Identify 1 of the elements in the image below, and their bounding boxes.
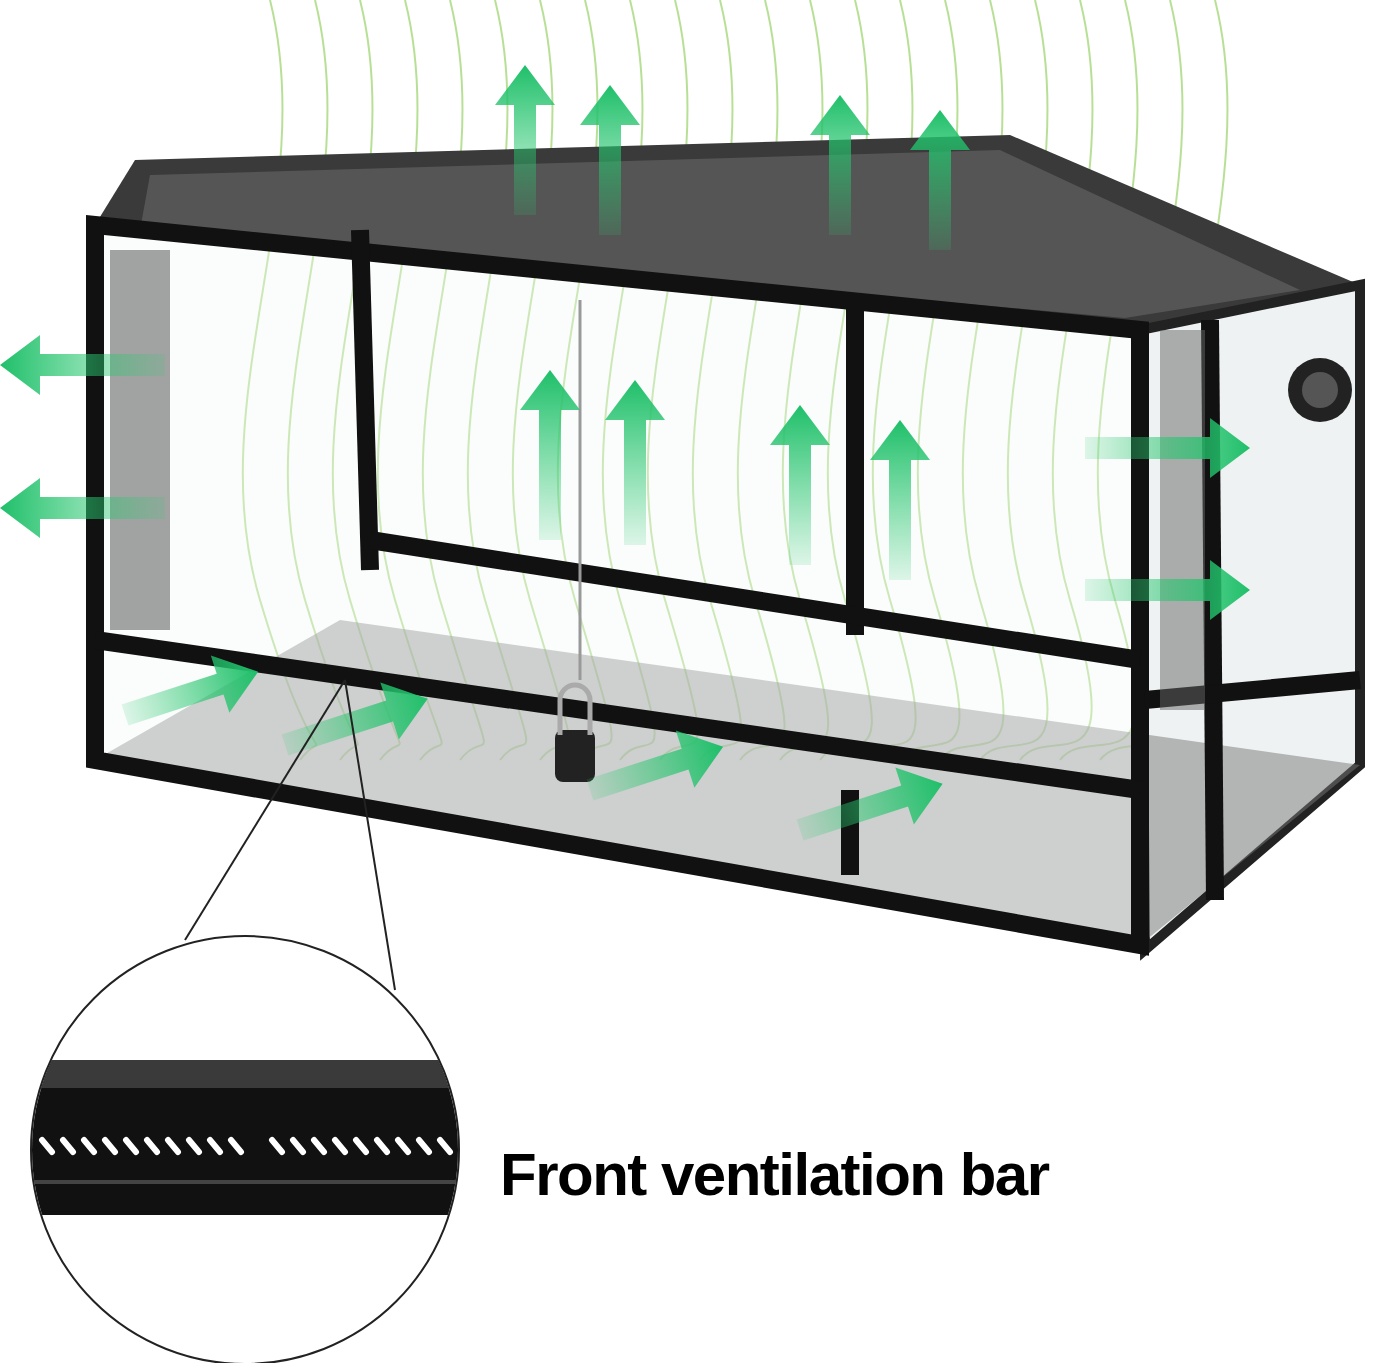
feature-label: Front ventilation bar (500, 1140, 1049, 1210)
